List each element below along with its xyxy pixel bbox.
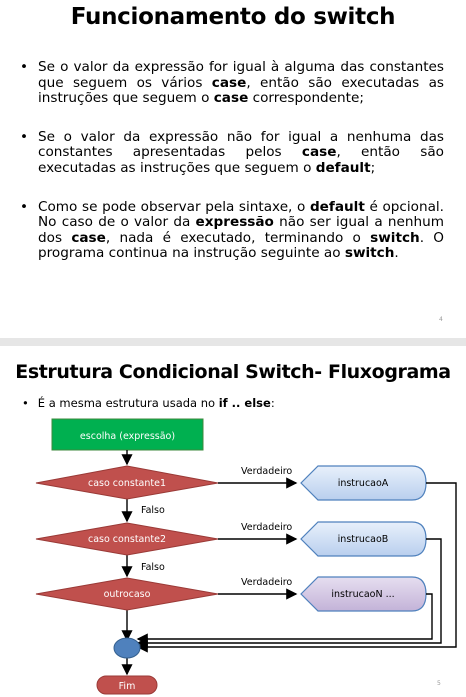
end-label: Fim: [119, 681, 136, 692]
bold-keyword: case: [211, 74, 247, 91]
action-label-2: instrucaoB: [338, 534, 389, 545]
decision-label-2: caso constante2: [88, 534, 166, 545]
bullet-item: Como se pode observar pela sintaxe, o de…: [20, 198, 445, 262]
true-label-1: Verdadeiro: [241, 466, 292, 477]
bold-keyword: expressão: [195, 214, 274, 231]
bold-keyword: case: [213, 90, 249, 107]
bold-keyword: default: [309, 198, 365, 215]
start-label: escolha (expressão): [80, 431, 175, 442]
flowchart: escolha (expressão) caso constante1 caso…: [35, 418, 457, 695]
bullet-list: Se o valor da expressão for igual à algu…: [20, 59, 445, 285]
return-path-1: [136, 482, 457, 653]
text-run: correspondente;: [248, 90, 364, 107]
true-label-3: Verdadeiro: [241, 577, 292, 588]
text-run: Se o valor da expressão não for igual a …: [38, 128, 444, 161]
bold-keyword: case: [71, 229, 106, 246]
start-box: [51, 418, 204, 451]
text-run: Se o valor da expressão for igual à algu…: [38, 59, 444, 91]
slide-title: Estrutura Condicional Switch- Fluxograma: [15, 361, 451, 383]
slide-separator: [0, 338, 466, 346]
bold-keyword: case: [301, 144, 337, 161]
text-run: Como se pode observar pela sintaxe, o: [38, 198, 310, 215]
slide-title: Funcionamento do switch: [70, 4, 396, 30]
text-run: ;: [370, 159, 376, 176]
decision-label-1: caso constante1: [88, 478, 166, 489]
false-label-1: Falso: [141, 505, 165, 516]
bold-keyword: default: [315, 159, 371, 176]
decision-label-3: outrocaso: [104, 589, 151, 600]
text-run: não ser igual a nenhum dos: [38, 214, 444, 246]
subtitle-suffix: :: [270, 396, 275, 410]
false-label-2: Falso: [141, 562, 165, 573]
text-run: , então são executadas as instruções que…: [38, 74, 444, 107]
page-number: 4: [439, 316, 443, 323]
text-run: . O programa continua na instrução segui…: [38, 229, 444, 262]
return-path-3: [136, 593, 433, 645]
junction-node: [113, 637, 141, 659]
bullet-item: Se o valor da expressão não for igual a …: [20, 128, 445, 177]
bold-keyword: switch: [344, 245, 395, 262]
text-run: , nada é executado, terminando o: [105, 229, 371, 246]
text-run: .: [394, 245, 399, 262]
text-run: , então são executadas as instruções que…: [38, 144, 445, 176]
text-run: é opcional. No caso de o valor da: [38, 198, 445, 231]
true-label-2: Verdadeiro: [241, 522, 292, 533]
action-label-1: instrucaoA: [338, 478, 389, 489]
slide-switch-flowchart: Estrutura Condicional Switch- Fluxograma…: [0, 346, 466, 697]
subtitle-text: É a mesma estrutura usada no: [37, 396, 219, 410]
bullet-item: Se o valor da expressão for igual à algu…: [20, 59, 444, 107]
subtitle: É a mesma estrutura usada no if .. else:: [22, 396, 275, 410]
slide-switch-behavior: Funcionamento do switch Se o valor da ex…: [0, 0, 466, 338]
bold-keyword: switch: [370, 229, 420, 246]
end-terminal: [96, 675, 158, 695]
subtitle-bold: if .. else: [218, 396, 271, 410]
return-path-2: [136, 538, 442, 649]
action-label-3: instrucaoN ...: [331, 589, 394, 600]
page-number: 5: [437, 680, 441, 687]
